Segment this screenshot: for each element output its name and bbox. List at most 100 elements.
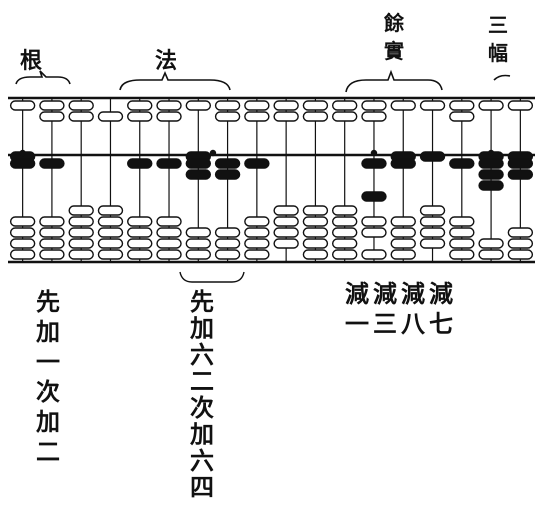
- abacus-lower-bead: [127, 158, 153, 169]
- annotation-char: 一: [36, 347, 60, 376]
- abacus-lower-bead: [9, 158, 36, 169]
- abacus-lower-bead: [449, 238, 475, 249]
- abacus-lower-bead: [419, 238, 446, 249]
- abacus-lower-bead: [390, 158, 416, 169]
- abacus-lower-bead: [244, 216, 270, 227]
- abacus-lower-bead: [331, 205, 358, 216]
- abacus-lower-bead: [127, 227, 153, 238]
- abacus-upper-bead: [331, 100, 358, 111]
- abacus-lower-bead: [331, 238, 358, 249]
- abacus-upper-bead: [214, 111, 241, 122]
- abacus-lower-bead: [478, 180, 504, 191]
- annotation-right-rows: 減減減減一三八七: [345, 279, 453, 338]
- abacus-lower-bead: [449, 227, 475, 238]
- abacus-lower-bead: [97, 249, 124, 260]
- beam-marker-dot: [19, 149, 26, 157]
- abacus: [8, 96, 535, 264]
- abacus-lower-bead: [302, 205, 329, 216]
- abacus-lower-bead: [244, 249, 270, 260]
- abacus-lower-bead: [185, 238, 212, 249]
- abacus-upper-bead: [127, 100, 153, 111]
- beam-marker-dot: [370, 149, 378, 157]
- annotation-char: 二: [190, 367, 214, 396]
- abacus-lower-bead: [273, 227, 299, 238]
- annotation-char: 七: [429, 309, 453, 338]
- abacus-lower-bead: [9, 227, 36, 238]
- abacus-lower-bead: [39, 216, 65, 227]
- annotation-char: 減: [401, 279, 425, 308]
- abacus-upper-bead: [39, 111, 65, 122]
- abacus-lower-bead: [97, 238, 124, 249]
- beam-marker-dot: [209, 149, 217, 157]
- abacus-lower-bead: [156, 238, 182, 249]
- brace-fa: [119, 70, 231, 91]
- abacus-lower-bead: [478, 158, 504, 169]
- abacus-upper-bead: [273, 111, 299, 122]
- abacus-lower-bead: [185, 249, 212, 260]
- abacus-lower-bead: [331, 227, 358, 238]
- abacus-lower-bead: [390, 249, 416, 260]
- abacus-lower-bead: [331, 249, 358, 260]
- abacus-upper-bead: [302, 100, 329, 111]
- abacus-lower-bead: [302, 216, 329, 227]
- abacus-lower-bead: [361, 191, 387, 202]
- abacus-upper-bead: [39, 100, 65, 111]
- abacus-lower-bead: [97, 227, 124, 238]
- abacus-lower-bead: [39, 158, 65, 169]
- abacus-upper-bead: [9, 100, 36, 111]
- abacus-lower-bead: [361, 249, 387, 260]
- abacus-upper-bead: [68, 111, 94, 122]
- abacus-lower-bead: [156, 216, 182, 227]
- abacus-lower-bead: [9, 216, 36, 227]
- abacus-lower-bead: [478, 249, 504, 260]
- abacus-lower-bead: [185, 158, 212, 169]
- abacus-lower-bead: [419, 216, 446, 227]
- abacus-lower-bead: [127, 249, 153, 260]
- abacus-upper-bead: [214, 100, 241, 111]
- abacus-upper-bead: [449, 100, 475, 111]
- abacus-upper-bead: [244, 111, 270, 122]
- abacus-lower-bead: [361, 216, 387, 227]
- abacus-lower-bead: [507, 238, 534, 249]
- beam-marker-dot: [487, 149, 495, 157]
- abacus-lower-bead: [127, 216, 153, 227]
- abacus-lower-bead: [302, 227, 329, 238]
- abacus-lower-bead: [156, 158, 182, 169]
- abacus-lower-bead: [68, 205, 94, 216]
- abacus-lower-bead: [507, 158, 534, 169]
- annotation-char: 二: [36, 437, 60, 466]
- abacus-lower-bead: [97, 205, 124, 216]
- abacus-lower-bead: [449, 158, 475, 169]
- abacus-lower-bead: [156, 249, 182, 260]
- abacus-upper-bead: [507, 100, 534, 111]
- annotation-char: 次: [36, 377, 60, 406]
- annotation-char: 六: [190, 446, 214, 475]
- abacus-lower-bead: [478, 169, 504, 180]
- annotation-char: 四: [190, 473, 214, 502]
- abacus-lower-bead: [214, 158, 241, 169]
- abacus-lower-bead: [507, 169, 534, 180]
- label-yu: 餘: [384, 11, 405, 35]
- annotation-char: 減: [429, 279, 453, 308]
- abacus-lower-bead: [97, 216, 124, 227]
- abacus-upper-bead: [127, 111, 153, 122]
- label-gen: 根: [20, 48, 42, 74]
- abacus-upper-bead: [390, 100, 416, 111]
- brace-gen: [15, 70, 71, 85]
- abacus-lower-bead: [214, 169, 241, 180]
- abacus-lower-bead: [478, 238, 504, 249]
- abacus-lower-bead: [331, 216, 358, 227]
- abacus-upper-bead: [156, 100, 182, 111]
- abacus-lower-bead: [361, 227, 387, 238]
- annotation-char: 次: [190, 393, 214, 422]
- abacus-lower-bead: [39, 238, 65, 249]
- abacus-lower-bead: [507, 227, 534, 238]
- annotation-char: 加: [36, 407, 60, 436]
- abacus-lower-bead: [68, 238, 94, 249]
- abacus-lower-bead: [449, 249, 475, 260]
- abacus-lower-bead: [390, 238, 416, 249]
- abacus-lower-bead: [507, 249, 534, 260]
- label-shi: 實: [384, 39, 404, 63]
